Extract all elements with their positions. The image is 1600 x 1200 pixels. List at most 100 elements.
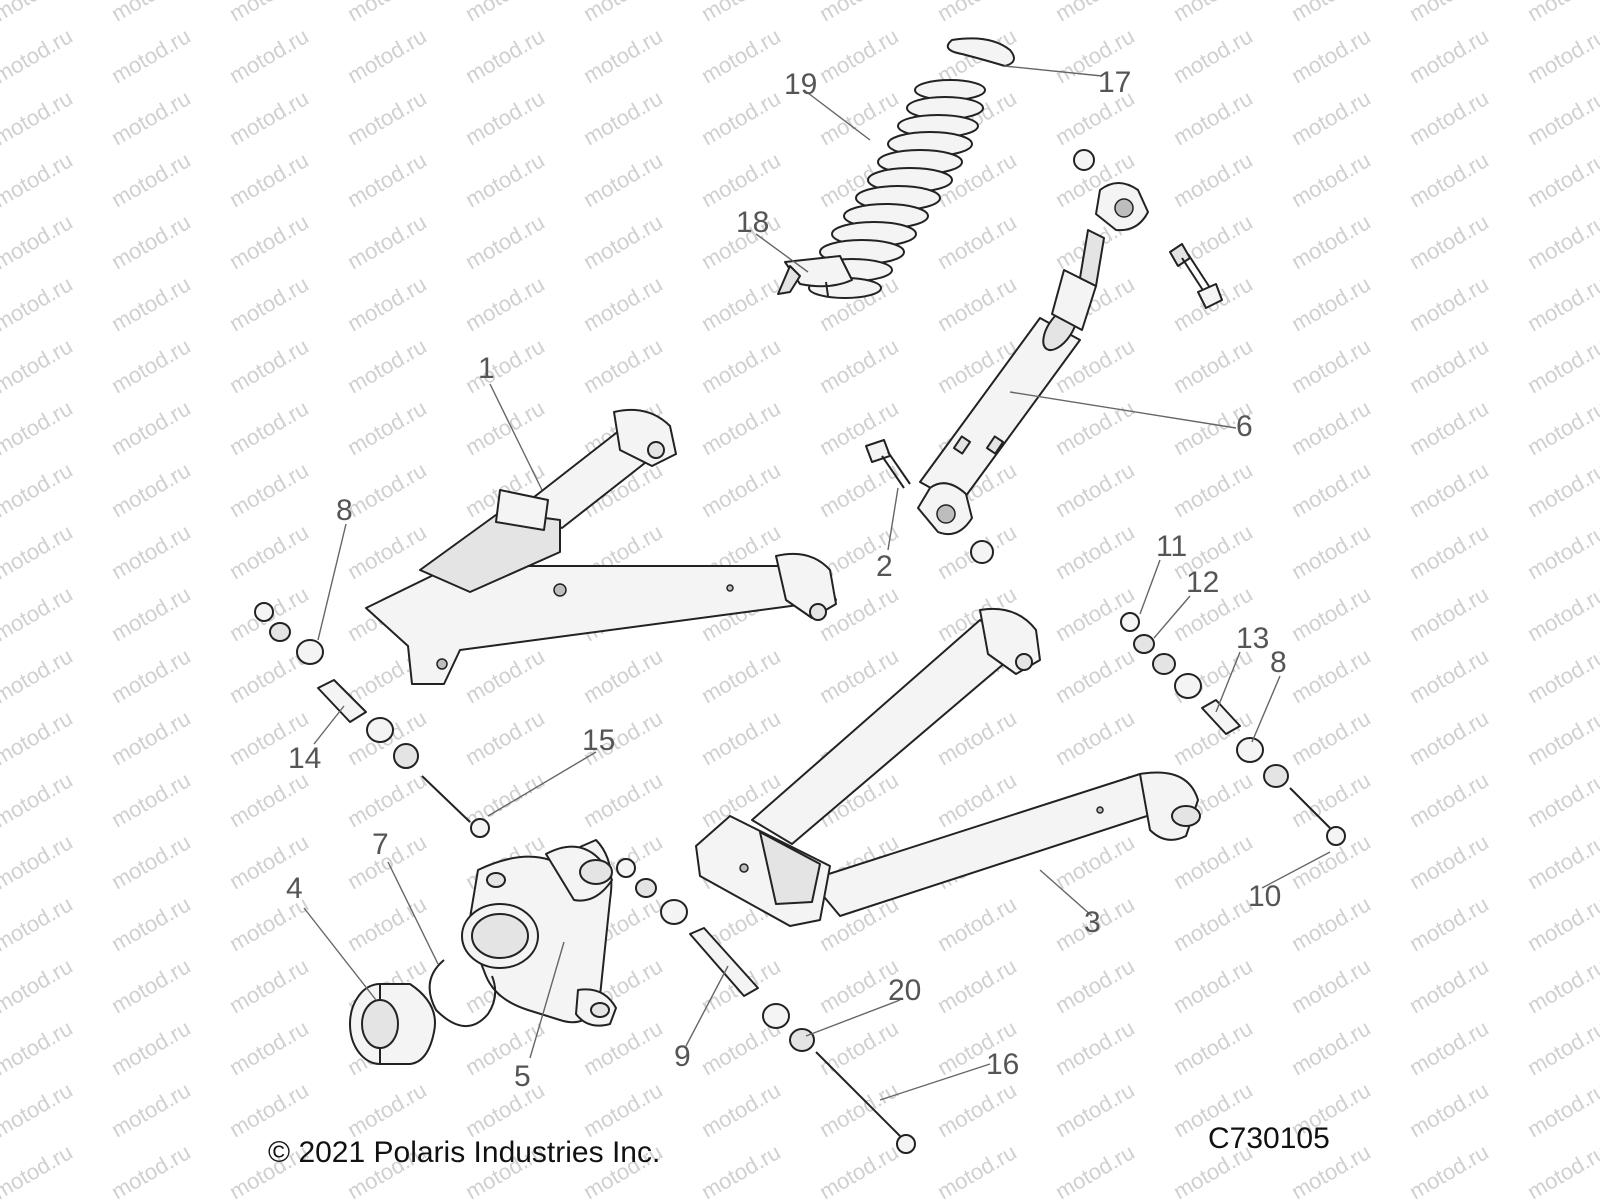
callout-7: 7 — [372, 828, 389, 861]
upper-control-arm — [365, 408, 837, 685]
watermark-text: motod.ru — [1405, 705, 1493, 770]
washer — [1152, 653, 1176, 675]
watermark-text: motod.ru — [1051, 643, 1139, 708]
shock-lower-nut — [970, 540, 994, 564]
watermark-text: motod.ru — [107, 85, 195, 150]
watermark-text: motod.ru — [1287, 271, 1375, 336]
pivot-bolt — [1289, 787, 1331, 829]
watermark-text: motod.ru — [697, 0, 785, 26]
bushing — [1174, 673, 1202, 699]
watermark-text: motod.ru — [461, 705, 549, 770]
callout-20: 20 — [888, 974, 921, 1007]
watermark-text: motod.ru — [815, 23, 903, 88]
bushing — [1236, 737, 1264, 763]
washer — [1263, 764, 1289, 788]
watermark-text: motod.ru — [579, 23, 667, 88]
watermark-text: motod.ru — [1523, 333, 1600, 398]
bolt-head — [896, 1134, 916, 1154]
watermark-text: motod.ru — [225, 953, 313, 1018]
snap-ring — [428, 959, 497, 1028]
watermark-text: motod.ru — [0, 891, 77, 956]
watermark-text: motod.ru — [1523, 581, 1600, 646]
watermark-text: motod.ru — [1287, 395, 1375, 460]
watermark-text: motod.ru — [1287, 705, 1375, 770]
drawing-number: C730105 — [1208, 1122, 1330, 1155]
watermark-text: motod.ru — [1523, 85, 1600, 150]
watermark-text: motod.ru — [461, 147, 549, 212]
watermark-text: motod.ru — [1405, 829, 1493, 894]
shock-upper-nut — [1073, 149, 1095, 171]
watermark-text: motod.ru — [0, 0, 77, 26]
watermark-text: motod.ru — [1169, 147, 1257, 212]
pivot-bolt — [421, 775, 471, 823]
callout-13: 13 — [1236, 622, 1269, 655]
callout-17: 17 — [1098, 66, 1131, 99]
watermark-text: motod.ru — [1405, 85, 1493, 150]
watermark-text: motod.ru — [1523, 147, 1600, 212]
watermark-text: motod.ru — [225, 333, 313, 398]
shock-upper-bolt — [1169, 243, 1223, 309]
watermark-text: motod.ru — [343, 0, 431, 26]
callout-3: 3 — [1084, 906, 1101, 939]
copyright-notice: © 2021 Polaris Industries Inc. — [268, 1136, 661, 1169]
watermark-text: motod.ru — [1405, 767, 1493, 832]
watermark-text: motod.ru — [0, 953, 77, 1018]
watermark-text: motod.ru — [1405, 1139, 1493, 1200]
watermark-text: motod.ru — [697, 705, 785, 770]
watermark-text: motod.ru — [1405, 891, 1493, 956]
watermark-text: motod.ru — [0, 23, 77, 88]
watermark-text: motod.ru — [933, 209, 1021, 274]
watermark-text: motod.ru — [225, 767, 313, 832]
watermark-text: motod.ru — [1523, 891, 1600, 956]
watermark-text: motod.ru — [0, 767, 77, 832]
watermark-text: motod.ru — [1523, 643, 1600, 708]
watermark-text: motod.ru — [0, 1077, 77, 1142]
watermark-text: motod.ru — [0, 395, 77, 460]
watermark-text: motod.ru — [1405, 209, 1493, 274]
watermark-text: motod.ru — [933, 891, 1021, 956]
watermark-text: motod.ru — [1169, 1015, 1257, 1080]
watermark-text: motod.ru — [579, 85, 667, 150]
watermark-text: motod.ru — [1405, 271, 1493, 336]
watermark-text: motod.ru — [343, 271, 431, 336]
watermark-text: motod.ru — [343, 767, 431, 832]
watermark-text: motod.ru — [343, 457, 431, 522]
watermark-text: motod.ru — [1287, 23, 1375, 88]
watermark-text: motod.ru — [107, 0, 195, 26]
watermark-text: motod.ru — [1169, 85, 1257, 150]
watermark-text: motod.ru — [1523, 829, 1600, 894]
watermark-text: motod.ru — [1051, 1139, 1139, 1200]
watermark-text: motod.ru — [225, 395, 313, 460]
watermark-text: motod.ru — [697, 457, 785, 522]
callout-10: 10 — [1248, 880, 1281, 913]
watermark-text: motod.ru — [1405, 953, 1493, 1018]
watermark-text: motod.ru — [461, 209, 549, 274]
watermark-text: motod.ru — [933, 705, 1021, 770]
watermark-text: motod.ru — [107, 457, 195, 522]
callout-18: 18 — [736, 206, 769, 239]
watermark-text: motod.ru — [107, 395, 195, 460]
watermark-text: motod.ru — [1523, 209, 1600, 274]
watermark-text: motod.ru — [107, 333, 195, 398]
watermark-text: motod.ru — [1287, 333, 1375, 398]
watermark-text: motod.ru — [0, 643, 77, 708]
watermark-text: motod.ru — [225, 209, 313, 274]
watermark-text: motod.ru — [1523, 271, 1600, 336]
watermark-text: motod.ru — [697, 643, 785, 708]
watermark-text: motod.ru — [1523, 519, 1600, 584]
watermark-text: motod.ru — [225, 147, 313, 212]
watermark-text: motod.ru — [1287, 581, 1375, 646]
watermark-text: motod.ru — [107, 23, 195, 88]
callout-4: 4 — [286, 872, 303, 905]
watermark-text: motod.ru — [1051, 705, 1139, 770]
watermark-text: motod.ru — [1523, 1015, 1600, 1080]
washer — [269, 622, 291, 642]
callout-11: 11 — [1156, 530, 1187, 563]
watermark-text: motod.ru — [1287, 891, 1375, 956]
watermark-text: motod.ru — [107, 581, 195, 646]
watermark-text: motod.ru — [225, 1015, 313, 1080]
watermark-text: motod.ru — [1051, 953, 1139, 1018]
watermark-text: motod.ru — [815, 395, 903, 460]
callout-9: 9 — [674, 1040, 691, 1073]
